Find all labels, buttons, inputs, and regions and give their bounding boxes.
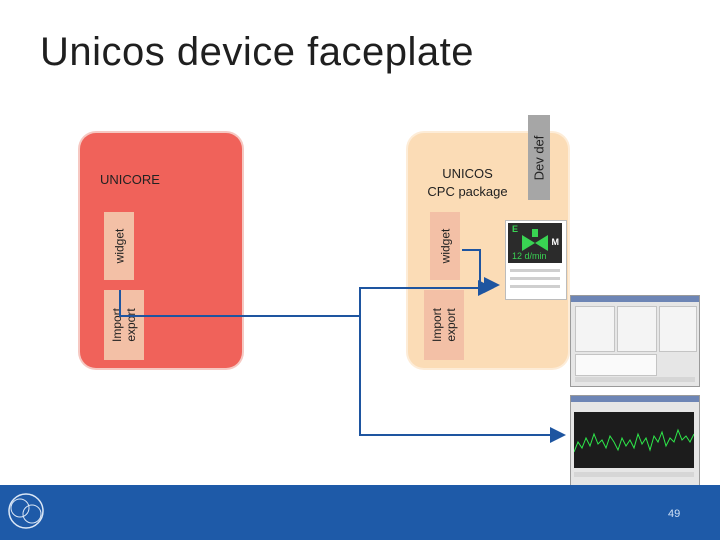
trend-plot-area — [573, 412, 695, 468]
cpc-label-line2: CPC package — [427, 184, 508, 199]
devdef-tab: Dev def — [528, 115, 550, 200]
faceplate-letter-e: E — [512, 224, 519, 234]
arrow-to-faceplate — [462, 249, 500, 293]
unicore-label: UNICORE — [100, 172, 160, 187]
trend-line — [573, 428, 695, 453]
unicore-import-export-tab: Import export — [104, 290, 144, 360]
faceplate-window-screenshot — [570, 295, 700, 387]
valve-icon — [522, 229, 548, 251]
trend-window-titlebar — [571, 396, 699, 402]
cern-logo-icon — [8, 493, 44, 529]
page-number: 49 — [668, 508, 681, 520]
trend-buttonbar — [574, 472, 694, 477]
cpc-label: UNICOS CPC package — [420, 165, 515, 201]
arrow-unicore-to-cpc — [119, 280, 494, 317]
faceplate-bar-1 — [510, 269, 560, 272]
trend-window-screenshot — [570, 395, 700, 489]
faceplate-widget: E M 12 d/min — [505, 220, 567, 300]
unicore-widget-tab: widget — [104, 212, 134, 280]
faceplate-bar-2 — [510, 277, 560, 280]
cpc-import-export-tab: Import export — [424, 290, 464, 360]
faceplate-bar-3 — [510, 285, 560, 288]
faceplate-readout: 12 d/min — [512, 251, 547, 261]
slide-title: Unicos device faceplate — [40, 30, 474, 74]
cpc-widget-tab: widget — [430, 212, 460, 280]
faceplate-letter-m: M — [551, 237, 560, 247]
cpc-label-line1: UNICOS — [442, 166, 493, 181]
window-panel-bottom — [575, 354, 657, 376]
window-panel-right — [659, 306, 697, 352]
slide-footer — [0, 485, 720, 540]
window-panel-left — [575, 306, 615, 352]
window-buttonbar — [575, 377, 695, 382]
arrow-to-trend — [359, 316, 566, 443]
window-panel-mid — [617, 306, 657, 352]
faceplate-window-titlebar — [571, 296, 699, 302]
faceplate-widget-screen: E M 12 d/min — [508, 223, 562, 263]
